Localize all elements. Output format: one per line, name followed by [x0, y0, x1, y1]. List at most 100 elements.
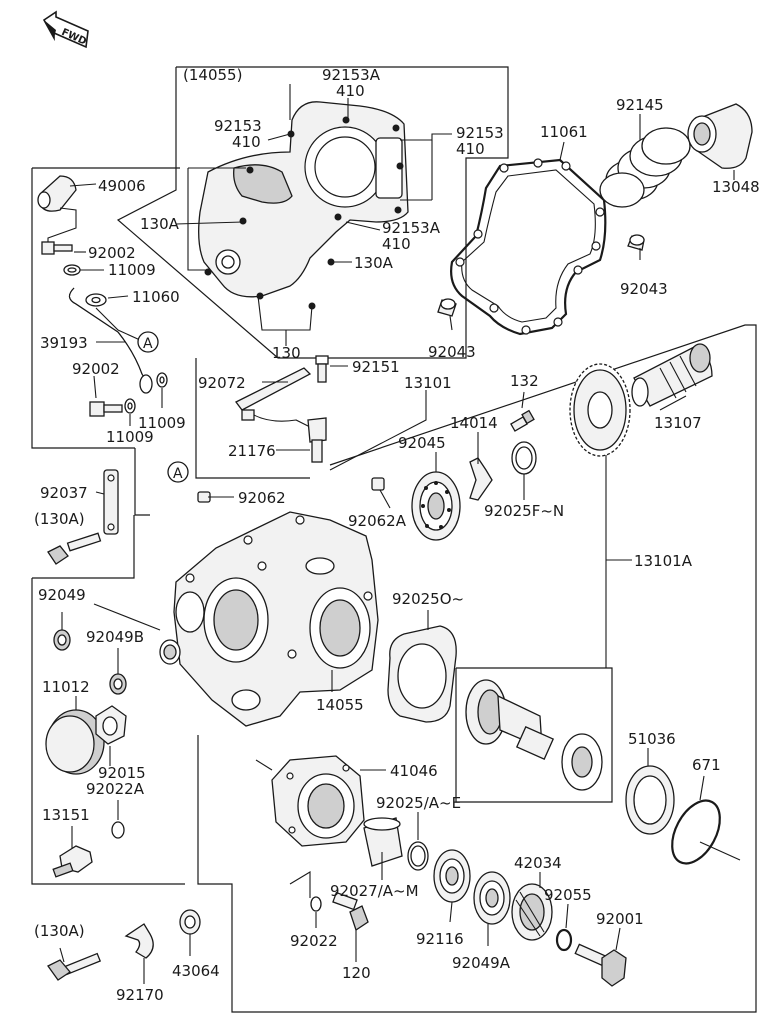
label-130: 130 — [272, 344, 301, 362]
label-92043-left: 92043 — [428, 343, 476, 361]
label-11060: 11060 — [132, 288, 180, 306]
housing-41046 — [271, 755, 365, 847]
label-92062a: 92062A — [348, 512, 407, 530]
label-92025f-n: 92025F~N — [484, 502, 564, 520]
bearing-92049a — [473, 871, 511, 925]
label-130a-2: 130A — [354, 254, 394, 272]
pinion-gear-assy-13101a — [465, 679, 603, 791]
seal-92049b — [109, 673, 127, 695]
gasket-92025o — [387, 625, 457, 723]
label-13107: 13107 — [654, 414, 702, 432]
label-132: 132 — [510, 372, 539, 390]
oring-92022 — [310, 896, 322, 912]
label-92049a: 92049A — [452, 954, 511, 972]
label-92015: 92015 — [98, 764, 146, 782]
oring-92022a — [111, 821, 125, 839]
grommet-43064 — [179, 909, 201, 935]
sensor-21176 — [241, 409, 327, 463]
washer-11060 — [85, 293, 107, 307]
gear-42034 — [511, 883, 553, 941]
clip-92170 — [124, 923, 154, 959]
label-11061: 11061 — [540, 123, 588, 141]
label-92001: 92001 — [596, 910, 644, 928]
oil-seal-92049 — [53, 629, 71, 651]
label-92049b: 92049B — [86, 628, 144, 646]
clamp-92072 — [235, 367, 312, 411]
label-410-d: 410 — [382, 235, 411, 253]
sleeve-13048 — [687, 103, 753, 169]
collar-92027 — [363, 817, 403, 867]
label-92022: 92022 — [290, 932, 338, 950]
shaft-13107 — [631, 343, 713, 407]
label-92025o: 92025O~ — [392, 590, 464, 608]
label-43064: 43064 — [172, 962, 220, 980]
label-13101a: 13101A — [634, 552, 693, 570]
label-92170: 92170 — [116, 986, 164, 1004]
nut-92015 — [95, 705, 127, 745]
label-14014: 14014 — [450, 414, 498, 432]
oring-92055 — [555, 928, 573, 952]
label-671: 671 — [692, 756, 721, 774]
gear-case-14055 — [173, 511, 379, 727]
breather-pipe-39193 — [68, 287, 153, 394]
label-11009-bottom-left: 11009 — [106, 428, 154, 446]
bolt-130a-lower — [47, 952, 102, 981]
label-92027: 92027/A~M — [330, 882, 419, 900]
callout-a-lower: A — [167, 461, 189, 483]
label-92145: 92145 — [616, 96, 664, 114]
part-labels: (14055) 92153A 410 92153 410 92153 410 1… — [34, 66, 760, 1004]
label-42034: 42034 — [514, 854, 562, 872]
plate-14014 — [469, 457, 493, 501]
callout-a-upper: A — [137, 331, 159, 353]
label-49006: 49006 — [98, 177, 146, 195]
label-410-c: 410 — [456, 140, 485, 158]
label-120: 120 — [342, 964, 371, 982]
bolt-120 — [332, 891, 369, 932]
label-92153-left: 92153 — [214, 117, 262, 135]
label-92153-right: 92153 — [456, 124, 504, 142]
seal-ring — [159, 639, 181, 665]
label-92062: 92062 — [238, 489, 286, 507]
label-14055: 14055 — [316, 696, 364, 714]
bolt-132 — [510, 409, 535, 432]
washer-11009-top — [63, 264, 81, 276]
label-13101: 13101 — [404, 374, 452, 392]
dowel-92043-right — [627, 234, 645, 251]
svg-text:A: A — [173, 466, 183, 482]
label-130a-4: (130A) — [34, 922, 85, 940]
label-13151: 13151 — [42, 806, 90, 824]
label-92045: 92045 — [398, 434, 446, 452]
label-13048: 13048 — [712, 178, 760, 196]
breather-fitting-49006 — [37, 175, 77, 212]
washers-11009-bottom — [124, 372, 168, 414]
bolt-130a-upper — [47, 532, 102, 565]
label-92043-right: 92043 — [620, 280, 668, 298]
label-92049: 92049 — [38, 586, 86, 604]
label-410-a: 410 — [336, 82, 365, 100]
label-11009-bottom-right: 11009 — [138, 414, 186, 432]
bearing-92045 — [411, 471, 461, 541]
label-39193: 39193 — [40, 334, 88, 352]
label-11012: 11012 — [42, 678, 90, 696]
leader-lines — [47, 84, 741, 984]
bracket-92037 — [103, 469, 119, 535]
sprocket-gear-13101 — [569, 363, 631, 457]
dowel-92062a — [371, 477, 385, 491]
label-92037: 92037 — [40, 484, 88, 502]
label-92002-top: 92002 — [88, 244, 136, 262]
label-92153a-bottom: 92153A — [382, 219, 441, 237]
label-92151: 92151 — [352, 358, 400, 376]
gear-case-cover — [198, 101, 409, 310]
label-92116: 92116 — [416, 930, 464, 948]
bearing-92116 — [433, 849, 471, 903]
spring-92145 — [599, 127, 691, 208]
label-51036: 51036 — [628, 730, 676, 748]
gasket-11061 — [450, 158, 607, 336]
cap-11012 — [45, 709, 105, 775]
label-21176: 21176 — [228, 442, 276, 460]
label-410-b: 410 — [232, 133, 261, 151]
label-130a-3: (130A) — [34, 510, 85, 528]
fwd-arrow-icon: FWD — [42, 10, 89, 49]
label-92153a-top: 92153A — [322, 66, 381, 84]
